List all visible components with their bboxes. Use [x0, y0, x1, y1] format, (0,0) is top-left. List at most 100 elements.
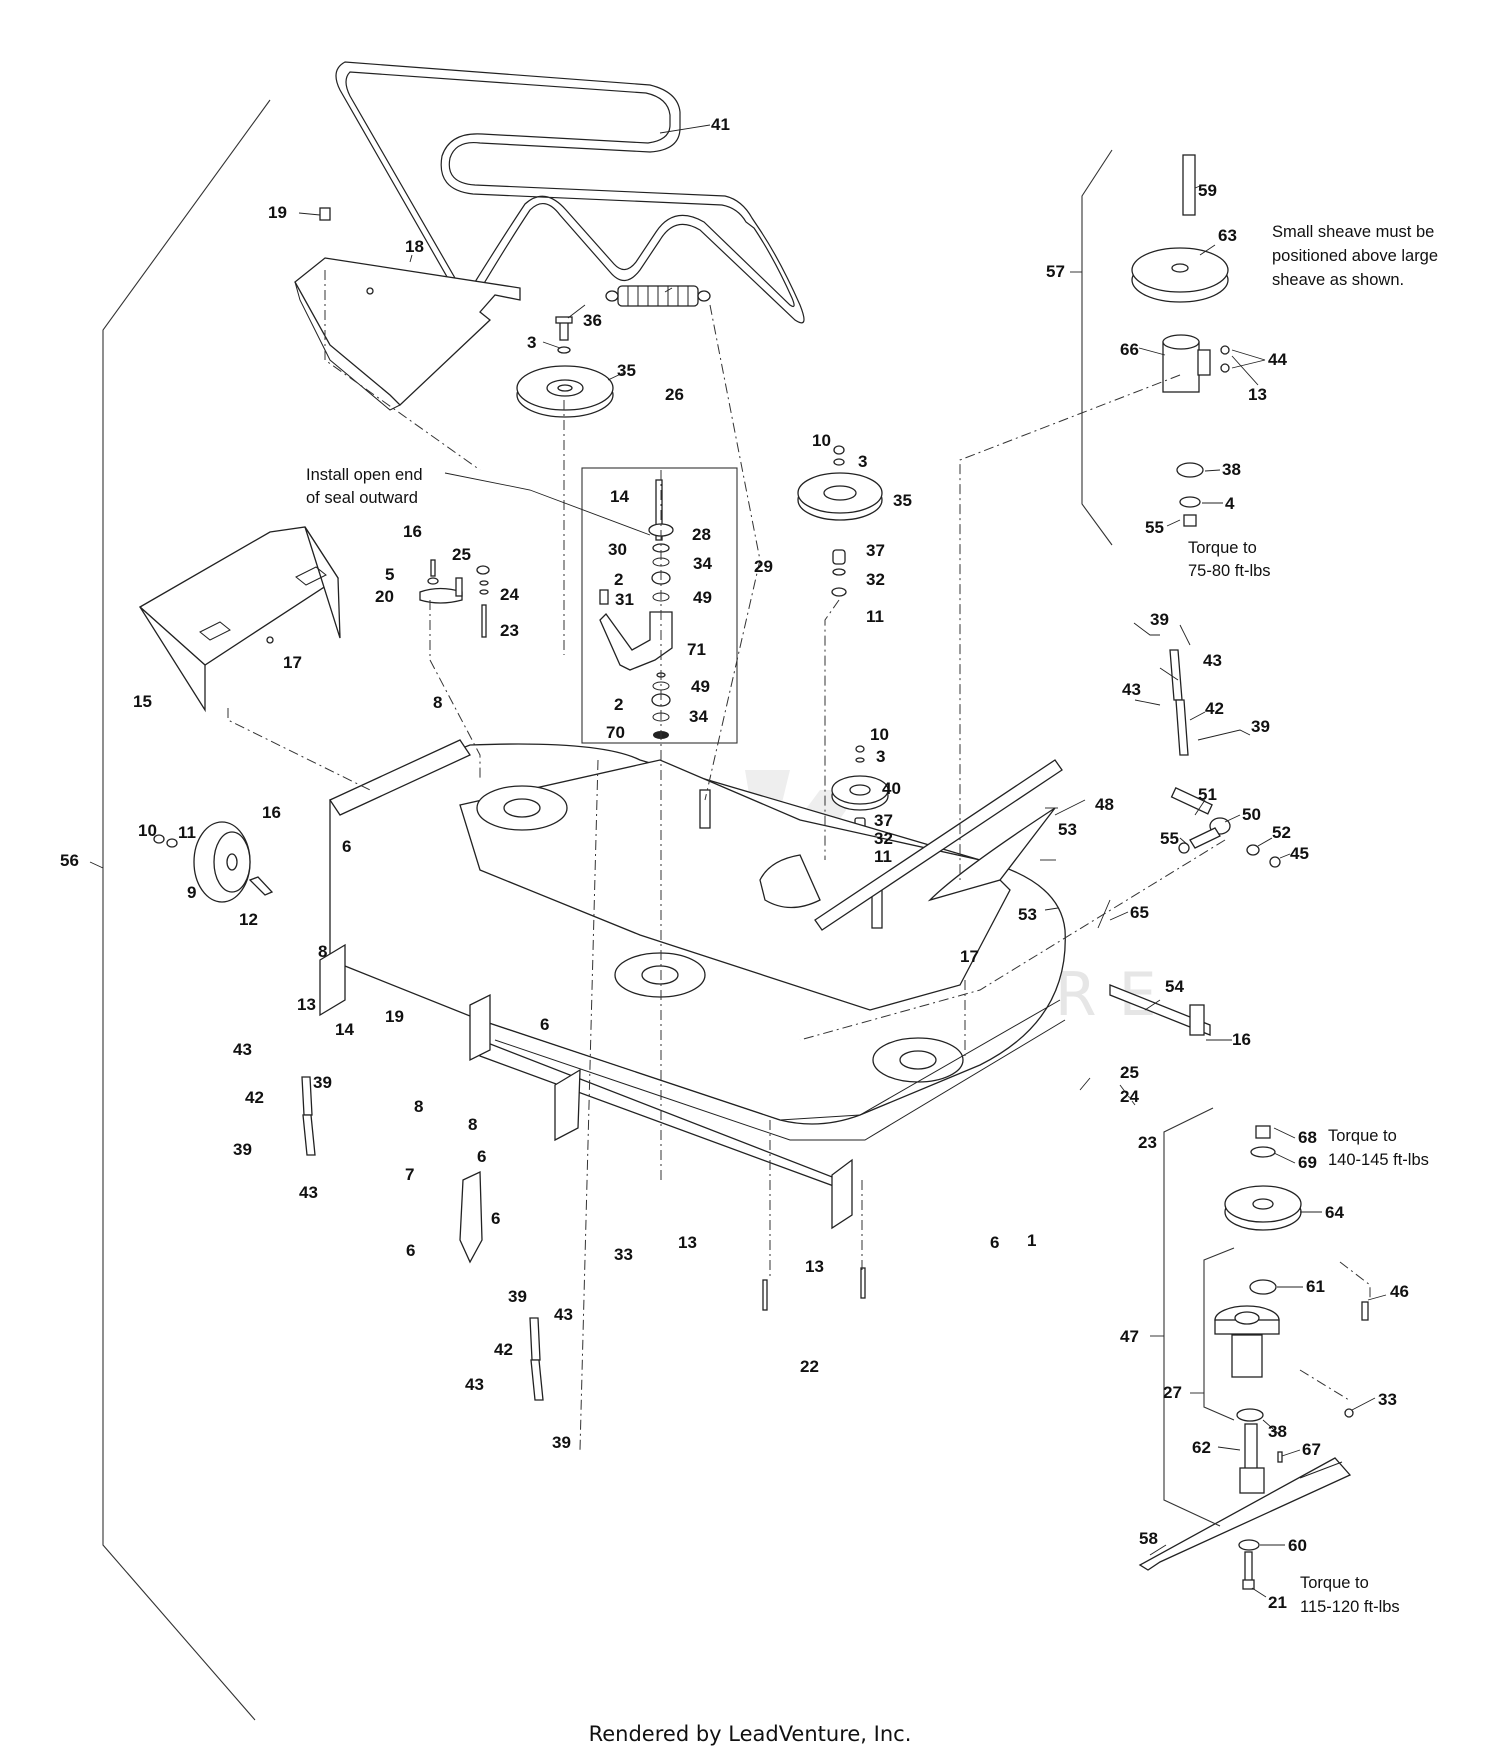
- callout[interactable]: 43: [465, 1375, 484, 1394]
- callout[interactable]: 52: [1272, 823, 1291, 842]
- part-nut-55[interactable]: [1178, 842, 1190, 854]
- callout[interactable]: 43: [554, 1305, 573, 1324]
- part-bolt-51[interactable]: [1170, 786, 1213, 815]
- callout[interactable]: 33: [1378, 1390, 1397, 1409]
- callout[interactable]: 42: [1205, 699, 1224, 718]
- part-nut-33[interactable]: [1344, 1408, 1354, 1418]
- part-bushing-24[interactable]: [479, 580, 489, 586]
- callout[interactable]: 14: [335, 1020, 354, 1039]
- part-washer-32[interactable]: [832, 568, 846, 576]
- part-idler-pulley-35-right[interactable]: [797, 472, 883, 521]
- callout[interactable]: 42: [245, 1088, 264, 1107]
- callout[interactable]: 54: [1165, 977, 1184, 996]
- callout[interactable]: 39: [1150, 610, 1169, 629]
- callout[interactable]: 8: [414, 1097, 423, 1116]
- callout[interactable]: 8: [433, 693, 442, 712]
- callout[interactable]: 6: [406, 1241, 415, 1260]
- callout[interactable]: 11: [178, 823, 196, 842]
- callout[interactable]: 56: [60, 851, 79, 870]
- callout[interactable]: 63: [1218, 226, 1237, 245]
- callout[interactable]: 43: [299, 1183, 318, 1202]
- callout[interactable]: 30: [608, 540, 627, 559]
- part-bolt-44[interactable]: [1220, 345, 1230, 355]
- callout[interactable]: 65: [1130, 903, 1149, 922]
- callout[interactable]: 50: [1242, 805, 1261, 824]
- callout[interactable]: 47: [1120, 1327, 1139, 1346]
- callout[interactable]: 34: [693, 554, 712, 573]
- part-bolt-36[interactable]: [555, 316, 573, 341]
- callout[interactable]: 2: [614, 695, 623, 714]
- part-deck-bracket[interactable]: [469, 993, 491, 1062]
- callout[interactable]: 64: [1325, 1203, 1344, 1222]
- part-chain-42-top-right[interactable]: [1169, 649, 1189, 756]
- part-idler-pulley-40[interactable]: [831, 775, 889, 811]
- part-nut-10[interactable]: [153, 834, 165, 844]
- callout[interactable]: 2: [614, 570, 623, 589]
- part-spindle-shaft-62[interactable]: [1239, 1423, 1265, 1494]
- callout[interactable]: 42: [494, 1340, 513, 1359]
- callout[interactable]: 28: [692, 525, 711, 544]
- callout[interactable]: 38: [1268, 1422, 1287, 1441]
- callout[interactable]: 24: [500, 585, 519, 604]
- callout[interactable]: 66: [1120, 340, 1139, 359]
- callout[interactable]: 55: [1160, 829, 1179, 848]
- part-pulley-64[interactable]: [1224, 1185, 1302, 1231]
- part-nut-45[interactable]: [1269, 856, 1281, 868]
- part-gauge-wheel-9[interactable]: [193, 821, 251, 903]
- part-bolt-22[interactable]: [762, 1279, 768, 1311]
- part-deck-bracket[interactable]: [319, 943, 346, 1017]
- part-lift-rod-54[interactable]: [1109, 984, 1211, 1036]
- part-key-67[interactable]: [1277, 1451, 1283, 1463]
- callout[interactable]: 43: [1122, 680, 1141, 699]
- part-rod-end-50[interactable]: [1189, 817, 1231, 849]
- callout[interactable]: 40: [882, 779, 901, 798]
- callout[interactable]: 29: [754, 557, 773, 576]
- part-washer-60[interactable]: [1238, 1539, 1260, 1551]
- callout[interactable]: 14: [610, 487, 629, 506]
- part-idler-pulley-35-left[interactable]: [516, 365, 614, 418]
- part-washer-69[interactable]: [1250, 1146, 1276, 1158]
- callout[interactable]: 69: [1298, 1153, 1317, 1172]
- callout[interactable]: 48: [1095, 795, 1114, 814]
- callout[interactable]: 13: [678, 1233, 697, 1252]
- part-bearing-61[interactable]: [1249, 1279, 1277, 1295]
- callout[interactable]: 25: [1120, 1063, 1139, 1082]
- callout[interactable]: 12: [239, 910, 258, 929]
- callout[interactable]: 10: [812, 431, 831, 450]
- part-bearing-38[interactable]: [1176, 462, 1204, 478]
- part-cap-25[interactable]: [476, 565, 490, 575]
- part-bracket-7[interactable]: [459, 1170, 483, 1264]
- callout[interactable]: 51: [1198, 785, 1217, 804]
- callout[interactable]: 21: [1268, 1593, 1287, 1612]
- part-washer-4[interactable]: [1179, 496, 1201, 508]
- callout[interactable]: 6: [477, 1147, 486, 1166]
- callout[interactable]: 43: [233, 1040, 252, 1059]
- callout[interactable]: 49: [691, 677, 710, 696]
- callout[interactable]: 15: [133, 692, 152, 711]
- callout[interactable]: 59: [1198, 181, 1217, 200]
- part-washer-11[interactable]: [831, 587, 847, 597]
- callout[interactable]: 34: [689, 707, 708, 726]
- callout[interactable]: 6: [990, 1233, 999, 1252]
- callout[interactable]: 53: [1018, 905, 1037, 924]
- callout[interactable]: 19: [385, 1007, 404, 1026]
- callout[interactable]: 39: [1251, 717, 1270, 736]
- part-axle-12[interactable]: [248, 876, 274, 896]
- callout[interactable]: 16: [1232, 1030, 1251, 1049]
- part-nut-17[interactable]: [266, 636, 274, 644]
- callout[interactable]: 33: [614, 1245, 633, 1264]
- part-spring-26[interactable]: [605, 285, 711, 307]
- callout[interactable]: 68: [1298, 1128, 1317, 1147]
- part-nut-68[interactable]: [1255, 1125, 1271, 1139]
- part-washer-3[interactable]: [557, 346, 571, 354]
- callout[interactable]: 5: [385, 565, 394, 584]
- part-nut-10[interactable]: [855, 745, 865, 753]
- callout[interactable]: 9: [187, 883, 196, 902]
- callout[interactable]: 39: [233, 1140, 252, 1159]
- part-deck-bracket[interactable]: [554, 1068, 581, 1142]
- part-blade-58[interactable]: [1138, 1457, 1352, 1571]
- callout[interactable]: 19: [268, 203, 287, 222]
- callout[interactable]: 3: [527, 333, 536, 352]
- part-shaft-59[interactable]: [1182, 154, 1196, 216]
- callout[interactable]: 20: [375, 587, 394, 606]
